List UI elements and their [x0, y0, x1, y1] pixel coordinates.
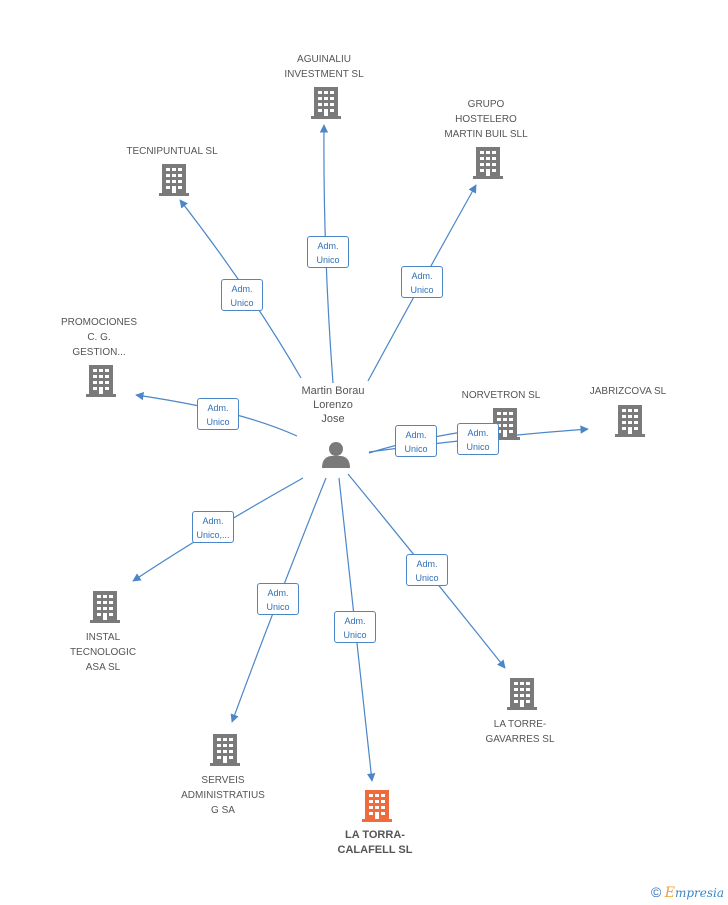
role-badge-promociones[interactable]: Adm. Unico	[197, 398, 239, 430]
building-icon[interactable]	[159, 164, 189, 196]
building-icon[interactable]	[362, 790, 392, 822]
building-icon[interactable]	[210, 734, 240, 766]
company-name-instal[interactable]: INSTAL TECNOLOGIC ASA SL	[69, 632, 137, 673]
role-badge-aguinaliu[interactable]: Adm. Unico	[307, 236, 349, 268]
building-icon[interactable]	[90, 591, 120, 623]
role-badge-jabrizcova[interactable]: Adm. Unico	[457, 423, 499, 455]
building-icon[interactable]	[507, 678, 537, 710]
role-badge-norvetron[interactable]: Adm. Unico	[395, 425, 437, 457]
company-name-promociones[interactable]: PROMOCIONES C. G. GESTION...	[60, 317, 138, 358]
center-person-name[interactable]: Martin Borau Lorenzo Jose	[301, 385, 365, 425]
company-name-serveis[interactable]: SERVEIS ADMINISTRATIUS G SA	[181, 775, 265, 816]
role-badge-serveis[interactable]: Adm. Unico	[257, 583, 299, 615]
building-icon[interactable]	[615, 405, 645, 437]
role-badge-latorra[interactable]: Adm. Unico	[334, 611, 376, 643]
copyright-icon: ©	[651, 884, 662, 900]
brand-footer[interactable]: © Empresia	[651, 884, 724, 901]
brand-logo-text: mpresia	[674, 886, 724, 900]
company-name-latorra[interactable]: LA TORRA- CALAFELL SL	[337, 829, 413, 856]
company-name-aguinaliu[interactable]: AGUINALIU INVESTMENT SL	[284, 54, 364, 80]
company-name-jabrizcova[interactable]: JABRIZCOVA SL	[589, 386, 667, 397]
building-icon[interactable]	[311, 87, 341, 119]
building-icon[interactable]	[86, 365, 116, 397]
company-name-tecnipuntual[interactable]: TECNIPUNTUAL SL	[126, 146, 218, 157]
company-name-latorregavarres[interactable]: LA TORRE- GAVARRES SL	[485, 719, 555, 745]
role-badge-instal[interactable]: Adm. Unico,...	[192, 511, 234, 543]
person-icon[interactable]	[322, 442, 350, 468]
company-name-grupo[interactable]: GRUPO HOSTELERO MARTIN BUIL SLL	[444, 99, 528, 140]
role-badge-tecnipuntual[interactable]: Adm. Unico	[221, 279, 263, 311]
building-icon[interactable]	[473, 147, 503, 179]
brand-logo-initial: E	[664, 885, 675, 901]
role-badge-grupo[interactable]: Adm. Unico	[401, 266, 443, 298]
role-badge-latorregavarres[interactable]: Adm. Unico	[406, 554, 448, 586]
company-name-norvetron[interactable]: NORVETRON SL	[461, 390, 541, 401]
